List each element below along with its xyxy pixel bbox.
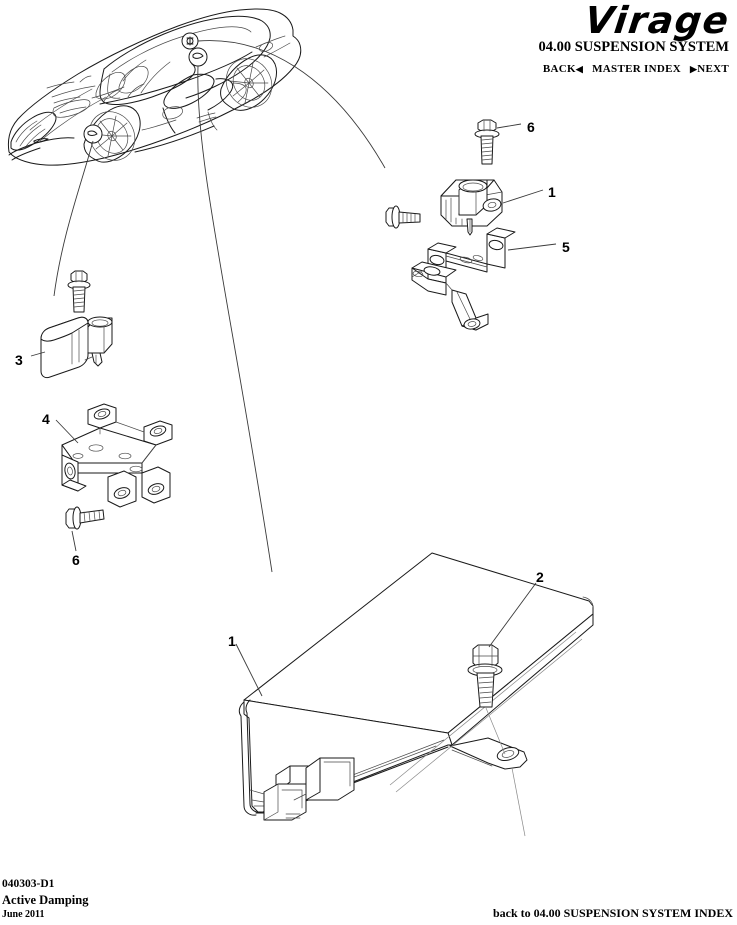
car-marker-front-sensor (83, 124, 103, 144)
part-control-module-1 (238, 552, 594, 821)
bolt-fit-line-lower (511, 767, 526, 837)
part-accelerometer-sensor-1 (440, 179, 503, 236)
leader-1-sensor (502, 189, 544, 204)
leader-6-upper-right (496, 123, 522, 129)
vehicle-leader-lines (53, 40, 386, 573)
bolt-fit-line-upper (485, 707, 506, 755)
back-link[interactable]: BACK (542, 63, 576, 75)
part-bolt-6-horizontal (385, 205, 421, 229)
drawing-name: Active Damping (2, 893, 89, 907)
callout-1-sensor: 1 (548, 184, 556, 200)
part-bolt-2 (467, 644, 503, 708)
next-arrow-icon[interactable]: ▶ (690, 64, 698, 74)
part-bolt-6-left-upper (67, 270, 91, 313)
leader-6-left (71, 530, 77, 552)
master-index-link[interactable]: MASTER INDEX (592, 63, 681, 75)
part-bolt-6-upper-right (474, 119, 500, 165)
car-marker-b-pillar-sensor (188, 47, 208, 67)
part-bolt-6-left-lower (65, 506, 105, 530)
page-title: 04.00 SUSPENSION SYSTEM (538, 39, 729, 55)
callout-5-bracket: 5 (562, 239, 570, 255)
part-accelerometer-bracket-5 (411, 227, 516, 331)
callout-6-left: 6 (72, 552, 80, 568)
back-arrow-icon[interactable]: ◀ (575, 64, 584, 74)
leader-1-module (235, 643, 263, 697)
callout-6-upper-right: 6 (527, 119, 535, 135)
callout-1-module: 1 (228, 633, 236, 649)
part-sensor-bracket-4 (61, 403, 173, 508)
callout-3-sensor: 3 (15, 352, 23, 368)
navigation-bar: BACK◀ MASTER INDEX ▶NEXT (543, 63, 729, 75)
vehicle-illustration (7, 8, 302, 166)
leader-3-sensor (30, 351, 46, 357)
drawing-date: June 2011 (2, 909, 45, 920)
module-connector (249, 757, 355, 821)
part-ride-height-sensor-3 (40, 316, 113, 379)
leader-4-bracket (55, 419, 79, 444)
drawing-code: 040303-D1 (2, 878, 55, 890)
leader-2-bolt (488, 582, 537, 648)
next-link[interactable]: NEXT (697, 63, 729, 75)
callout-2-bolt: 2 (536, 569, 544, 585)
back-to-index-link[interactable]: back to 04.00 SUSPENSION SYSTEM INDEX (492, 906, 733, 920)
leader-5-bracket (507, 243, 557, 251)
callout-4-bracket: 4 (42, 411, 50, 427)
